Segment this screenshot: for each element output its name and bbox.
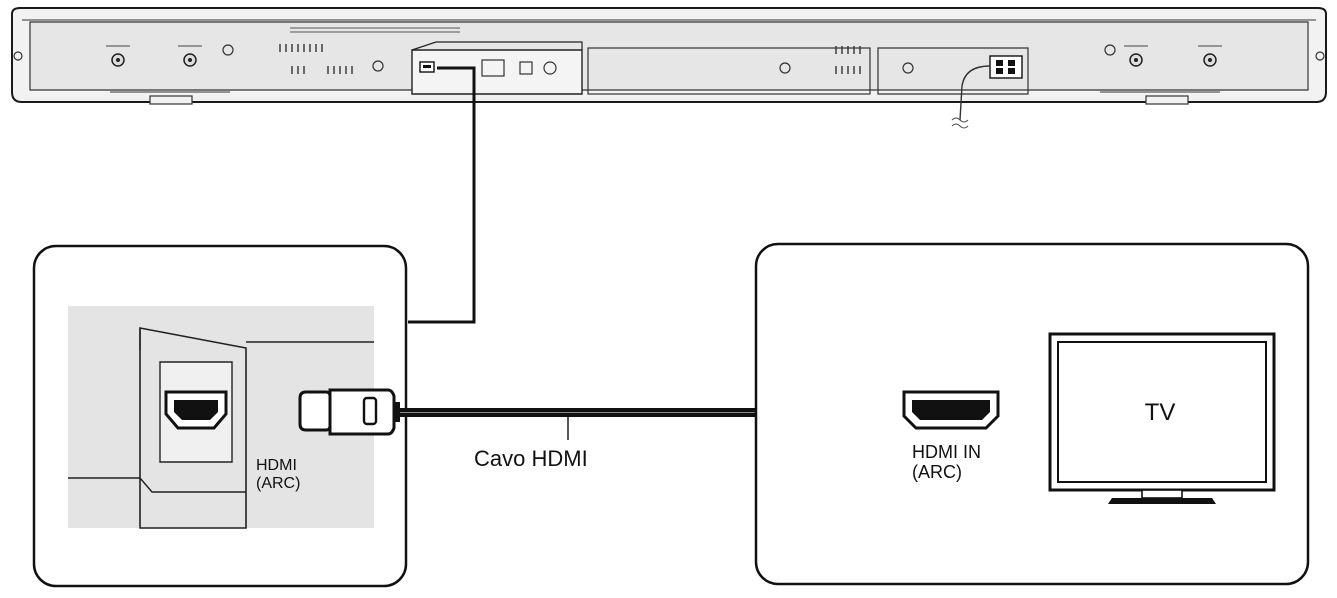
tv-icon [1048,332,1276,504]
tv-label: TV [1145,399,1176,426]
soundbar-port-label: HDMI(ARC) [256,457,300,492]
screw-icon [1124,45,1148,67]
cable-label: Cavo HDMI [474,446,588,471]
usb-port-icon [481,59,505,77]
screw-icon [106,45,130,67]
hdmi-port-icon [902,390,1000,430]
power-connector-icon [989,55,1023,79]
hdmi-port-icon [419,61,435,73]
optical-port-icon [519,61,533,75]
end-cap-left [13,51,23,61]
zoom-leader-line [408,66,476,324]
screw-icon [1198,45,1222,67]
power-cord [959,65,991,121]
screw-icon [178,45,202,67]
hdmi-plug-icon [298,388,400,436]
tv-detail-panel: HDMI IN(ARC) TV [754,242,1310,586]
hdmi-port-icon [164,390,228,430]
soundbar-rear-view [11,7,1327,129]
aux-port-icon [543,61,557,75]
tv-port-label: HDMI IN(ARC) [912,442,981,482]
end-cap-right [1315,51,1325,61]
vent-icon [279,44,353,74]
vent-icon [835,46,861,74]
